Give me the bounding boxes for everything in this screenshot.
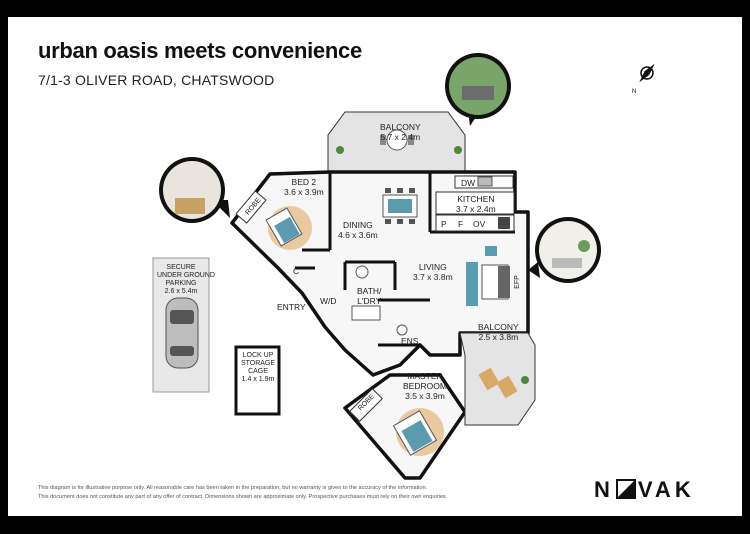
photo-bubble-bedroom <box>159 157 230 223</box>
label-pantry: P <box>441 219 447 229</box>
bed2-bed <box>265 206 312 250</box>
label-wd: W/D <box>320 296 337 306</box>
kitchen-bottom-counter <box>435 214 515 232</box>
balcony-top-table <box>336 129 462 154</box>
svg-text:N: N <box>632 89 636 95</box>
disclaimer: This diagram is for illustrative purpose… <box>38 485 448 500</box>
label-fridge: F <box>458 219 464 229</box>
balcony-right-floor <box>459 332 536 426</box>
logo-mark-icon <box>615 479 636 499</box>
label-efp: EFP <box>513 275 521 289</box>
label-ens: ENS <box>401 336 419 346</box>
label-dw: DW <box>461 178 476 188</box>
cooktop-icon <box>498 217 510 229</box>
photo-bubble-balcony <box>445 53 511 126</box>
master-bed <box>392 408 444 456</box>
master-robe <box>349 388 383 422</box>
label-entry: ENTRY <box>277 302 306 312</box>
toilet-icon <box>396 324 408 336</box>
balcony-right-chairs <box>478 367 529 399</box>
storage-cage <box>234 345 281 416</box>
label-cupboard: C <box>293 266 300 276</box>
dining-table <box>382 188 418 224</box>
property-address: 7/1-3 OLIVER ROAD, CHATSWOOD <box>38 72 275 88</box>
basin-icon <box>355 265 369 279</box>
living-sofa <box>466 246 510 306</box>
photo-bubble-living <box>528 217 601 283</box>
bathtub <box>351 305 381 321</box>
page-title: urban oasis meets convenience <box>38 38 362 63</box>
sink-icon <box>477 176 493 187</box>
interior-walls <box>269 170 515 347</box>
bed2-robe <box>235 190 267 224</box>
kitchen-island <box>435 191 515 215</box>
label-oven: OV <box>473 219 486 229</box>
compass-icon: N <box>632 63 655 95</box>
label-bath: BATH/L'DRY <box>357 286 382 306</box>
car-icon <box>165 297 199 369</box>
